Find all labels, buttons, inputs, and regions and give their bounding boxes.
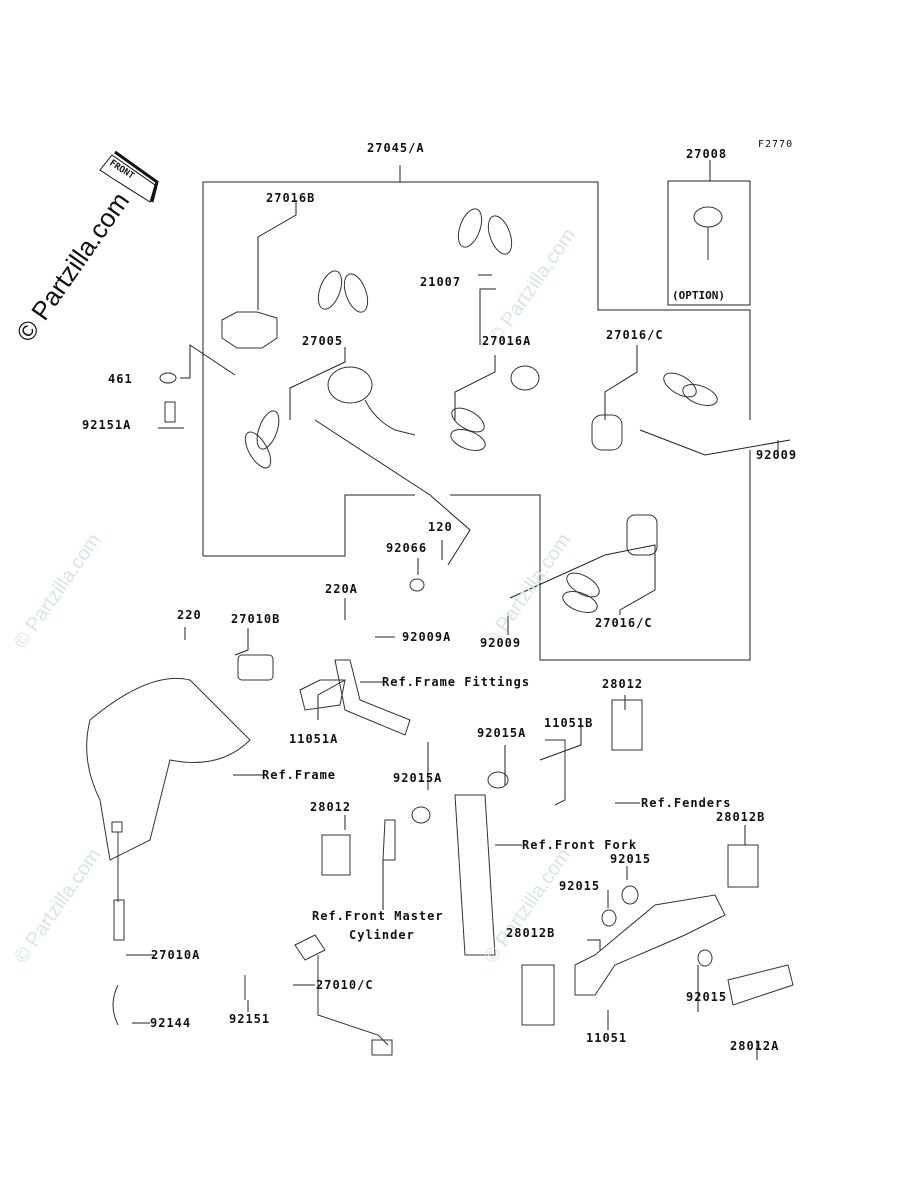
ref-fenders[interactable]: Ref.Fenders [641,796,732,810]
front-arrow-icon [99,150,159,203]
part-label-92151A[interactable]: 92151A [82,418,132,432]
part-label-27016C-lower[interactable]: 27016/C [595,616,653,630]
part-label-27010C[interactable]: 27010/C [316,978,374,992]
option-note: (OPTION) [672,289,725,302]
ref-frame[interactable]: Ref.Frame [262,768,337,782]
part-label-220A[interactable]: 220A [325,582,358,596]
part-label-11051[interactable]: 11051 [586,1031,628,1045]
part-sketches [86,311,794,1056]
part-label-28012B-right[interactable]: 28012B [716,810,766,824]
part-label-92144[interactable]: 92144 [150,1016,192,1030]
ref-front-master-cylinder[interactable]: Ref.Front Master [312,909,444,923]
key-sketches [244,206,723,613]
part-label-92009-mid[interactable]: 92009 [480,636,522,650]
part-label-92015A-left[interactable]: 92015A [393,771,443,785]
part-label-21007[interactable]: 21007 [420,275,462,289]
part-label-27016A[interactable]: 27016A [482,334,532,348]
part-label-92151[interactable]: 92151 [229,1012,271,1026]
part-label-28012A[interactable]: 28012A [730,1039,780,1053]
part-label-27016B[interactable]: 27016B [266,191,316,205]
part-label-92009A[interactable]: 92009A [402,630,452,644]
part-label-92015-mid[interactable]: 92015 [559,879,601,893]
part-label-461[interactable]: 461 [108,372,133,386]
ref-front-master-cylinder-line2[interactable]: Cylinder [349,928,415,942]
part-label-11051B[interactable]: 11051B [544,716,594,730]
part-label-11051A[interactable]: 11051A [289,732,339,746]
part-label-28012-right[interactable]: 28012 [602,677,644,691]
part-label-28012-left[interactable]: 28012 [310,800,352,814]
part-label-27045A[interactable]: 27045/A [367,141,425,155]
option-box-27008 [667,160,751,306]
part-label-92015A-right[interactable]: 92015A [477,726,527,740]
part-label-92009-right[interactable]: 92009 [756,448,798,462]
part-label-92015-upper[interactable]: 92015 [610,852,652,866]
part-label-92066[interactable]: 92066 [386,541,428,555]
ref-frame-fittings[interactable]: Ref.Frame Fittings [382,675,531,689]
part-label-27008[interactable]: 27008 [686,147,728,161]
leader-lines [126,202,791,1060]
part-label-27005[interactable]: 27005 [302,334,344,348]
ref-front-fork[interactable]: Ref.Front Fork [522,838,638,852]
part-label-28012B-left[interactable]: 28012B [506,926,556,940]
part-label-27010A[interactable]: 27010A [151,948,201,962]
assembly-outline-27045A [202,165,751,661]
part-label-220[interactable]: 220 [177,608,202,622]
figure-code: F2770 [758,139,794,150]
part-label-27010B[interactable]: 27010B [231,612,281,626]
part-label-120[interactable]: 120 [428,520,453,534]
part-label-92015-lower[interactable]: 92015 [686,990,728,1004]
part-label-27016C-upper[interactable]: 27016/C [606,328,664,342]
